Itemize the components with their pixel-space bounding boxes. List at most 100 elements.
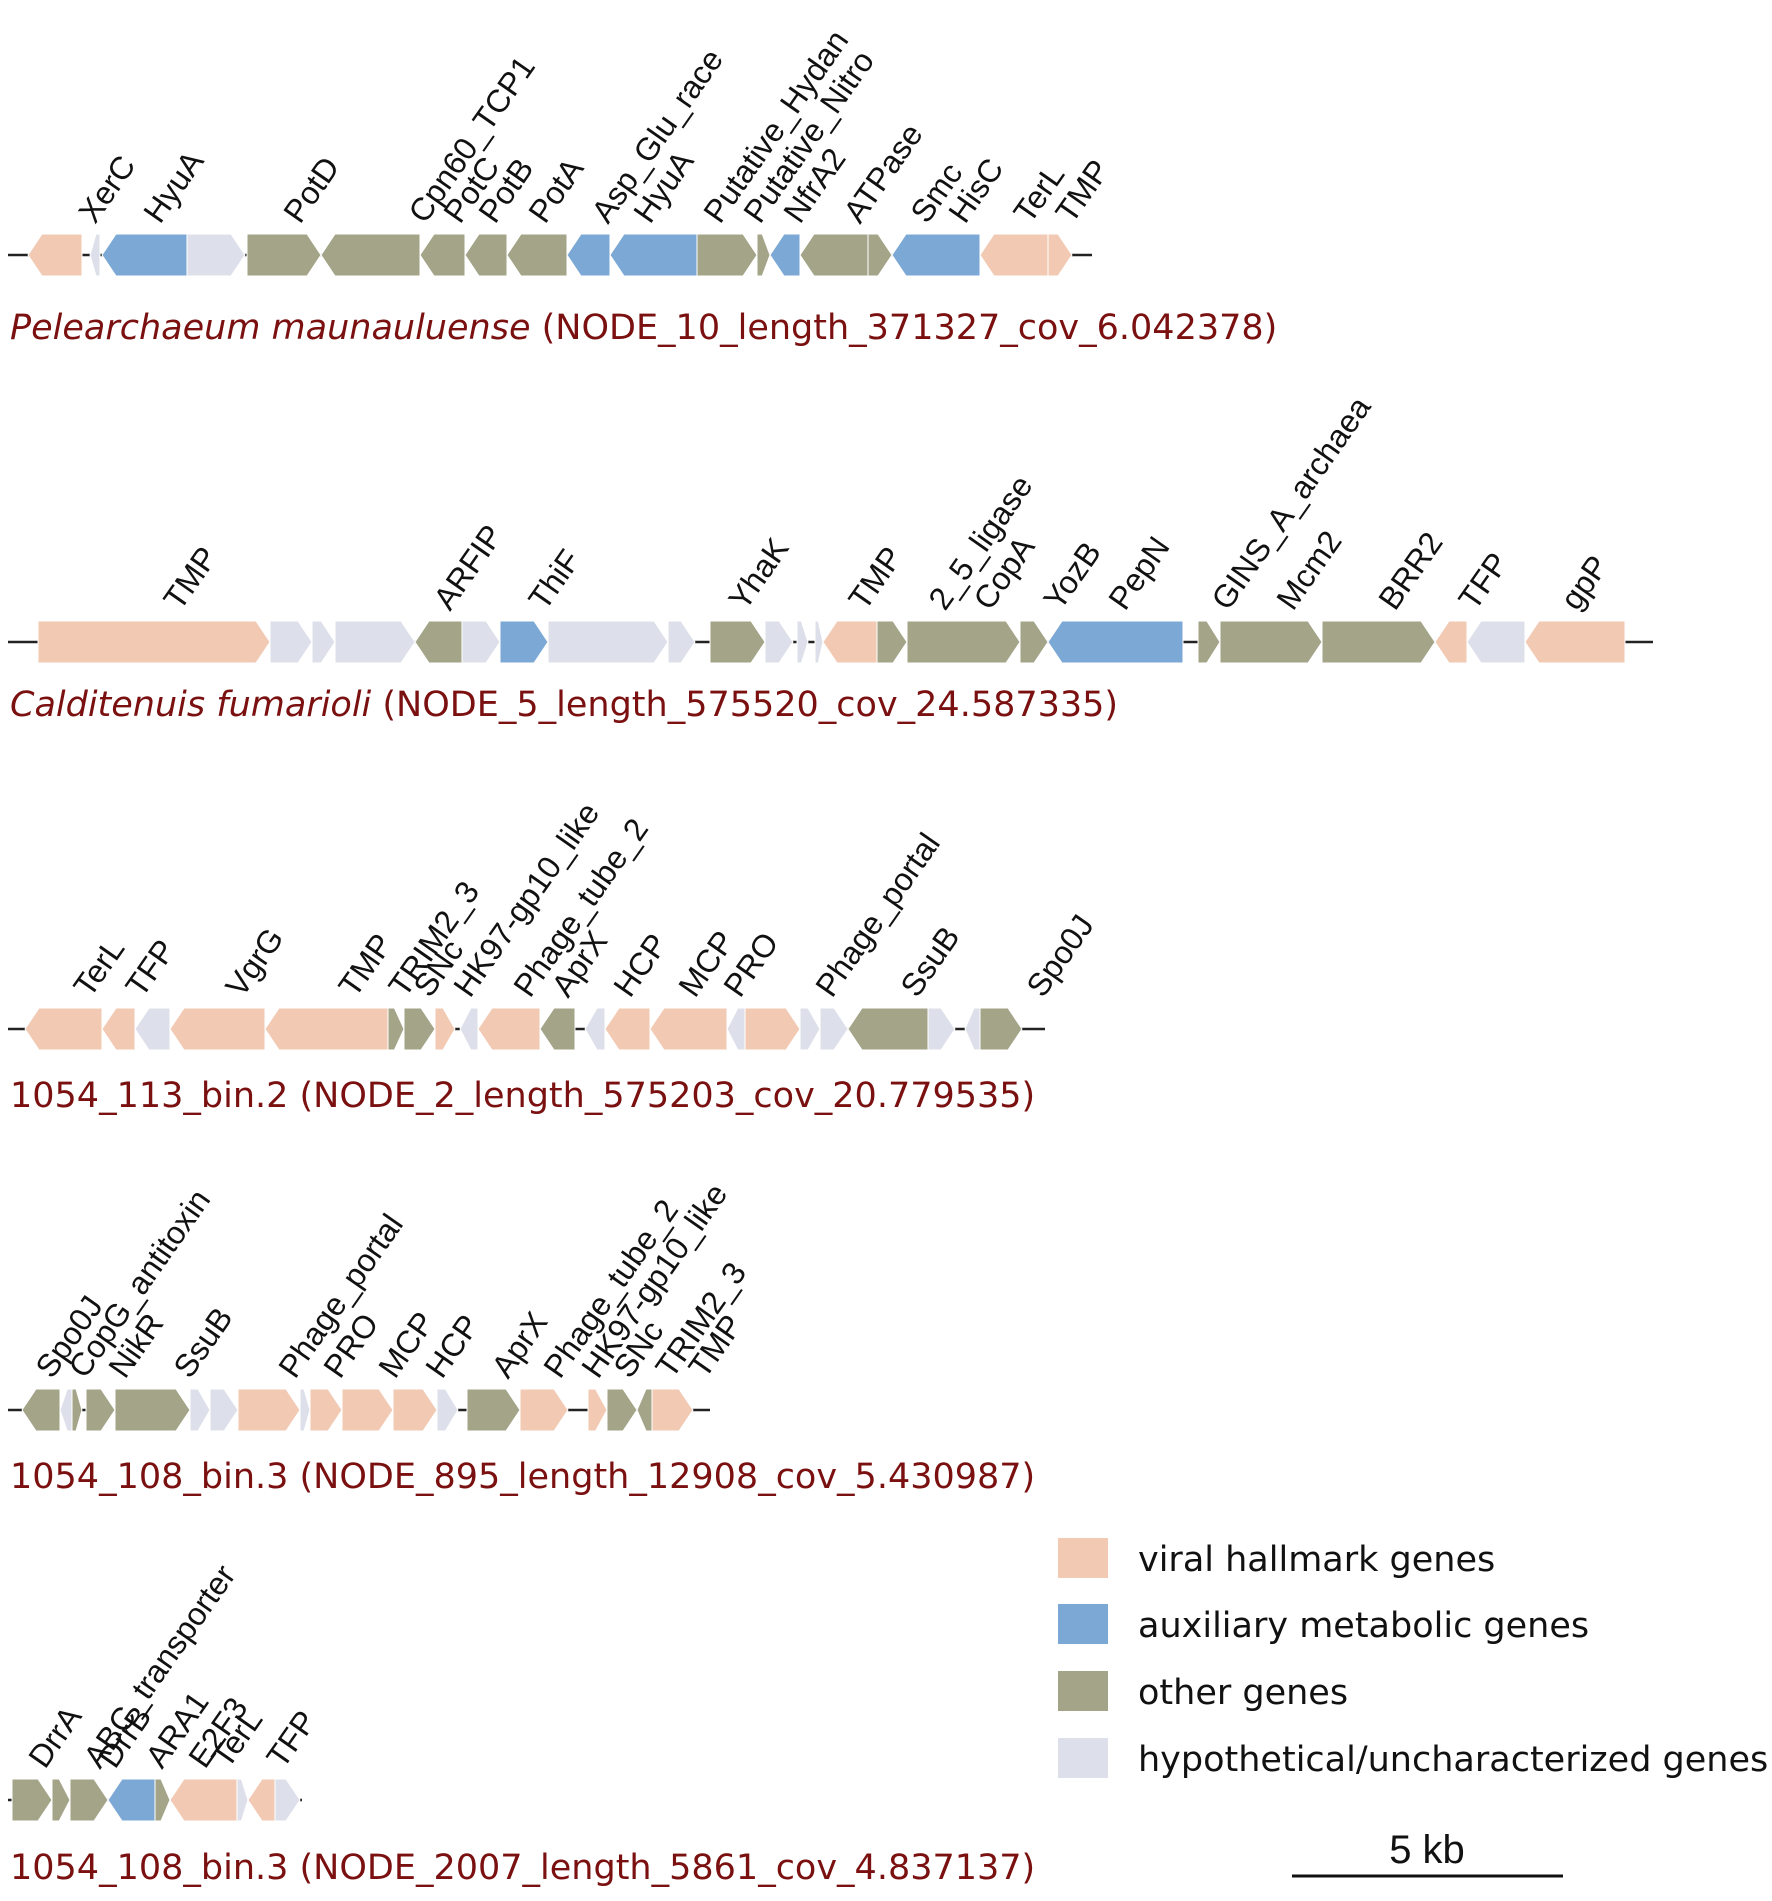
gene-arrow-viral: [169, 1007, 266, 1051]
gene-label: TMP: [156, 540, 224, 616]
gene-arrow-hypothetical: [274, 1778, 301, 1822]
gene-label: TMP: [841, 540, 909, 616]
gene-arrow-viral: [24, 1007, 103, 1051]
gene-label: YozB: [1036, 535, 1108, 616]
gene-label: YhaK: [721, 531, 795, 616]
gene-label: SsuB: [166, 1301, 239, 1384]
scale-bar-label: 5 kb: [1389, 1828, 1465, 1872]
gene-arrow-hypothetical: [269, 620, 313, 664]
gene-arrow-viral: [651, 1388, 694, 1432]
gene-label: PotA: [521, 151, 591, 229]
gene-arrow-viral: [37, 620, 271, 664]
gene-arrow-hypothetical: [436, 1388, 459, 1432]
gene-arrow-auxiliary: [107, 1778, 156, 1822]
gene-arrow-viral: [519, 1388, 569, 1432]
gene-arrow-other: [876, 620, 908, 664]
gene-arrow-other: [506, 233, 568, 277]
gene-arrow-hypothetical: [667, 620, 696, 664]
gene-arrow-auxiliary: [499, 620, 549, 664]
gene-arrow-auxiliary: [566, 233, 611, 277]
gene-arrow-other: [387, 1007, 405, 1051]
gene-label: BRR2: [1371, 525, 1449, 616]
gene-arrow-hypothetical: [209, 1388, 239, 1432]
legend-label-auxiliary: auxiliary metabolic genes: [1138, 1606, 1589, 1646]
gene-arrow-hypothetical: [59, 1388, 73, 1432]
gene-label: TFP: [1451, 546, 1515, 616]
gene-label: HyuA: [136, 144, 211, 229]
gene-arrow-other: [979, 1007, 1023, 1051]
contig-5: DrrAABC_transporterDrrBARA1E2F3TerLTFP10…: [8, 1558, 1035, 1888]
gene-arrow-other: [799, 233, 869, 277]
gene-arrow-other: [419, 233, 466, 277]
gene-arrow-other: [1019, 620, 1049, 664]
gene-arrow-viral: [434, 1007, 456, 1051]
contig-organism: 1054_108_bin.3: [10, 1457, 288, 1497]
gene-label: SsuB: [893, 920, 966, 1003]
legend: viral hallmark genes auxiliary metabolic…: [1058, 1538, 1768, 1780]
gene-arrow-viral: [392, 1388, 438, 1432]
gene-label: TMP: [331, 927, 399, 1003]
gene-arrow-other: [464, 233, 508, 277]
gene-arrow-auxiliary: [1047, 620, 1184, 664]
gene-arrow-auxiliary: [769, 233, 801, 277]
legend-label-hypothetical: hypothetical/uncharacterized genes: [1138, 1740, 1768, 1780]
gene-arrow-hypothetical: [964, 1007, 981, 1051]
gene-arrow-auxiliary: [101, 233, 188, 277]
gene-arrow-viral: [101, 1007, 136, 1051]
gene-arrow-viral: [341, 1388, 394, 1432]
gene-arrow-hypothetical: [459, 1007, 479, 1051]
gene-arrow-other: [69, 1778, 109, 1822]
gene-label: PepN: [1101, 530, 1176, 616]
gene-arrow-hypothetical: [186, 233, 246, 277]
gene-arrow-auxiliary: [609, 233, 698, 277]
gene-label: DrrA: [21, 1699, 89, 1774]
gene-arrow-viral: [744, 1007, 801, 1051]
gene-arrow-other: [906, 620, 1021, 664]
legend-label-viral: viral hallmark genes: [1138, 1540, 1495, 1580]
gene-arrow-hypothetical: [547, 620, 669, 664]
gene-arrow-viral: [169, 1778, 238, 1822]
legend-swatch-auxiliary: [1058, 1604, 1108, 1644]
contig-organism: Pelearchaeum maunauluense: [10, 308, 530, 348]
gene-arrow-other: [11, 1778, 53, 1822]
gene-arrow-auxiliary: [891, 233, 981, 277]
gene-arrow-hypothetical: [1466, 620, 1526, 664]
gene-arrow-other: [85, 1388, 116, 1432]
gene-arrow-hypothetical: [764, 620, 794, 664]
gene-label: TFP: [118, 933, 182, 1003]
gene-arrow-other: [414, 620, 463, 664]
gene-arrow-viral: [27, 233, 83, 277]
legend-swatch-hypothetical: [1058, 1738, 1108, 1778]
gene-arrow-other: [71, 1388, 83, 1432]
gene-arrow-hypothetical: [134, 1007, 171, 1051]
contig-title: Pelearchaeum maunauluense (NODE_10_lengt…: [10, 308, 1277, 348]
gene-arrow-hypothetical: [334, 620, 416, 664]
gene-arrow-hypothetical: [89, 233, 101, 277]
gene-arrow-hypothetical: [814, 620, 824, 664]
contig-title: 1054_113_bin.2 (NODE_2_length_575203_cov…: [10, 1076, 1035, 1116]
gene-label: TFP: [259, 1704, 323, 1774]
gene-arrow-other: [466, 1388, 521, 1432]
gene-arrow-other: [403, 1007, 436, 1051]
gene-arrow-hypothetical: [796, 620, 809, 664]
gene-arrow-other: [709, 620, 766, 664]
gene-label: PotD: [276, 150, 346, 229]
gene-arrow-hypothetical: [461, 620, 501, 664]
gene-label: gpP: [1553, 549, 1615, 616]
legend-label-other: other genes: [1138, 1673, 1348, 1713]
gene-arrow-other: [154, 1778, 171, 1822]
contig-node-id: (NODE_2007_length_5861_cov_4.837137): [288, 1848, 1035, 1888]
gene-arrow-hypothetical: [799, 1007, 821, 1051]
gene-arrow-other: [636, 1388, 653, 1432]
gene-arrow-other: [539, 1007, 576, 1051]
gene-label: ThiF: [521, 543, 587, 616]
gene-label: XerC: [71, 149, 142, 229]
gene-arrow-other: [606, 1388, 638, 1432]
gene-arrow-viral: [587, 1388, 608, 1432]
gene-arrow-other: [320, 233, 421, 277]
gene-arrow-hypothetical: [236, 1778, 249, 1822]
